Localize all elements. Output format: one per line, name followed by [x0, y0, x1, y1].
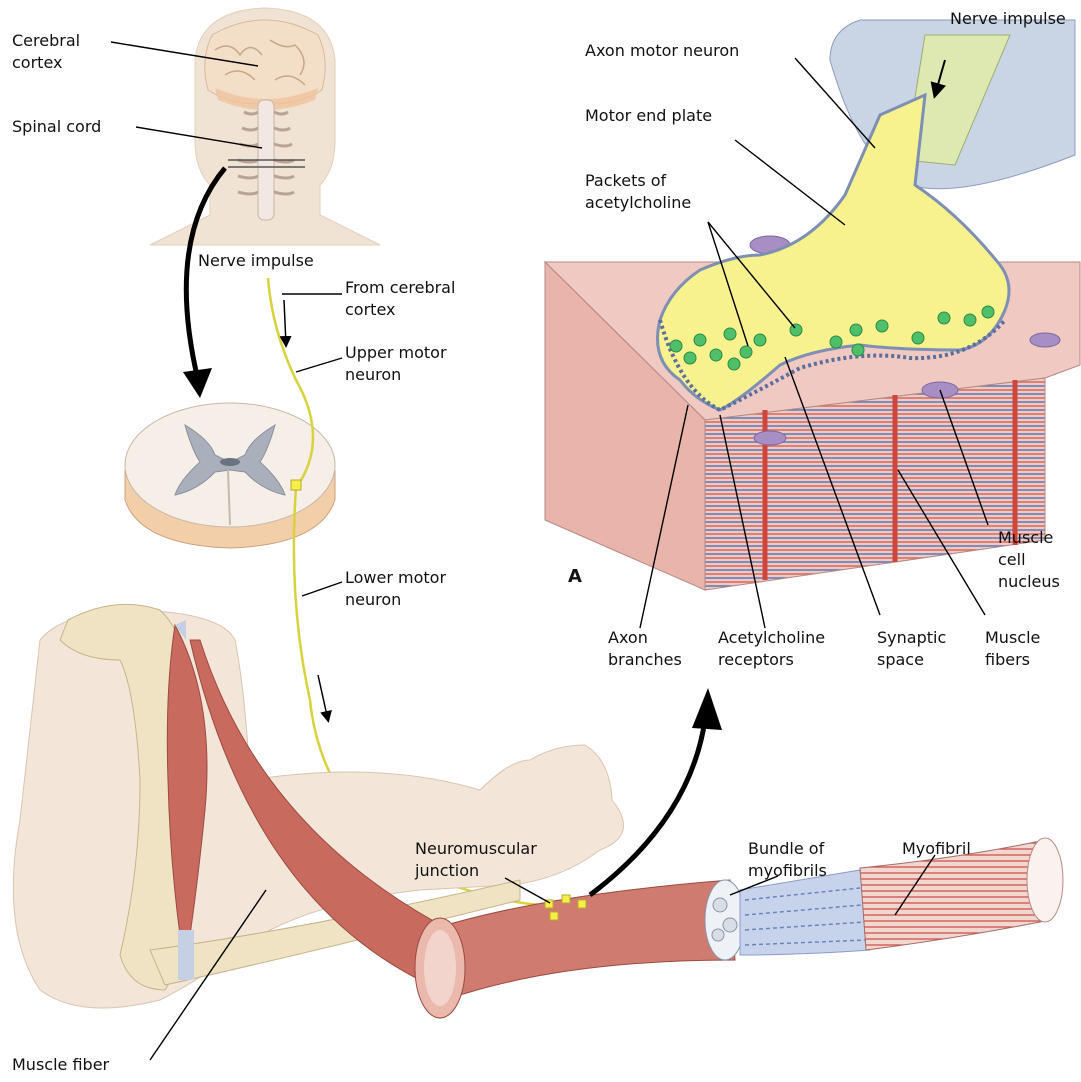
label-cerebral-cortex: Cerebral cortex	[12, 30, 80, 74]
label-myofibril: Myofibril	[902, 838, 971, 860]
label-lower-motor-neuron: Lower motor neuron	[345, 567, 446, 611]
label-nerve-impulse-top: Nerve impulse	[950, 8, 1066, 30]
panel-letter: A	[568, 566, 582, 588]
label-upper-motor-neuron: Upper motor neuron	[345, 342, 447, 386]
label-spinal-cord: Spinal cord	[12, 116, 101, 138]
label-muscle-cell-nucleus: Muscle cell nucleus	[998, 527, 1060, 593]
label-muscle-fiber: Muscle fiber	[12, 1054, 109, 1076]
label-from-cerebral-cortex: From cerebral cortex	[345, 277, 455, 321]
label-muscle-fibers: Muscle fibers	[985, 627, 1040, 671]
label-motor-end-plate: Motor end plate	[585, 105, 712, 127]
label-synaptic-space: Synaptic space	[877, 627, 946, 671]
label-bundle-of-myofibrils: Bundle of myofibrils	[748, 838, 827, 882]
head-figure	[150, 8, 380, 245]
label-nerve-impulse-left: Nerve impulse	[198, 250, 314, 272]
label-neuromuscular-junction: Neuromuscular junction	[415, 838, 537, 882]
label-packets-of-acetylcholine: Packets of acetylcholine	[585, 170, 691, 214]
label-axon-branches: Axon branches	[608, 627, 682, 671]
label-axon-motor-neuron: Axon motor neuron	[585, 40, 739, 62]
label-acetylcholine-receptors: Acetylcholine receptors	[718, 627, 825, 671]
